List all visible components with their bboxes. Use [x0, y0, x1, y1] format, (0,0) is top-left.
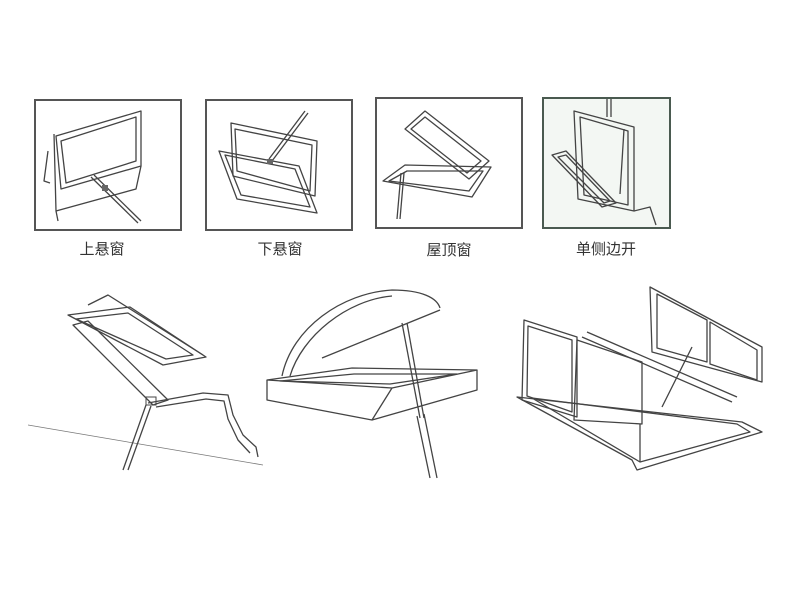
roof-skylight-window-icon	[28, 294, 263, 471]
label-bottom-hung: 下悬窗	[257, 240, 303, 258]
label-roof-window: 屋顶窗	[426, 241, 472, 259]
top-hung-window-icon	[43, 110, 142, 224]
roof-window-panel	[375, 97, 523, 229]
double-leaf-smoke-vent-icon	[516, 286, 763, 471]
side-hung-window-icon	[551, 99, 657, 226]
dome-skylight-hatch-icon	[266, 289, 478, 479]
roof-window-icon	[382, 110, 492, 220]
top-hung-window-panel	[34, 99, 182, 231]
label-top-hung: 上悬窗	[79, 240, 125, 258]
bottom-hung-window-icon	[218, 110, 318, 214]
bottom-hung-window-panel	[205, 99, 353, 231]
side-hung-window-panel	[542, 97, 671, 229]
label-side-hung: 单侧边开	[575, 240, 636, 258]
